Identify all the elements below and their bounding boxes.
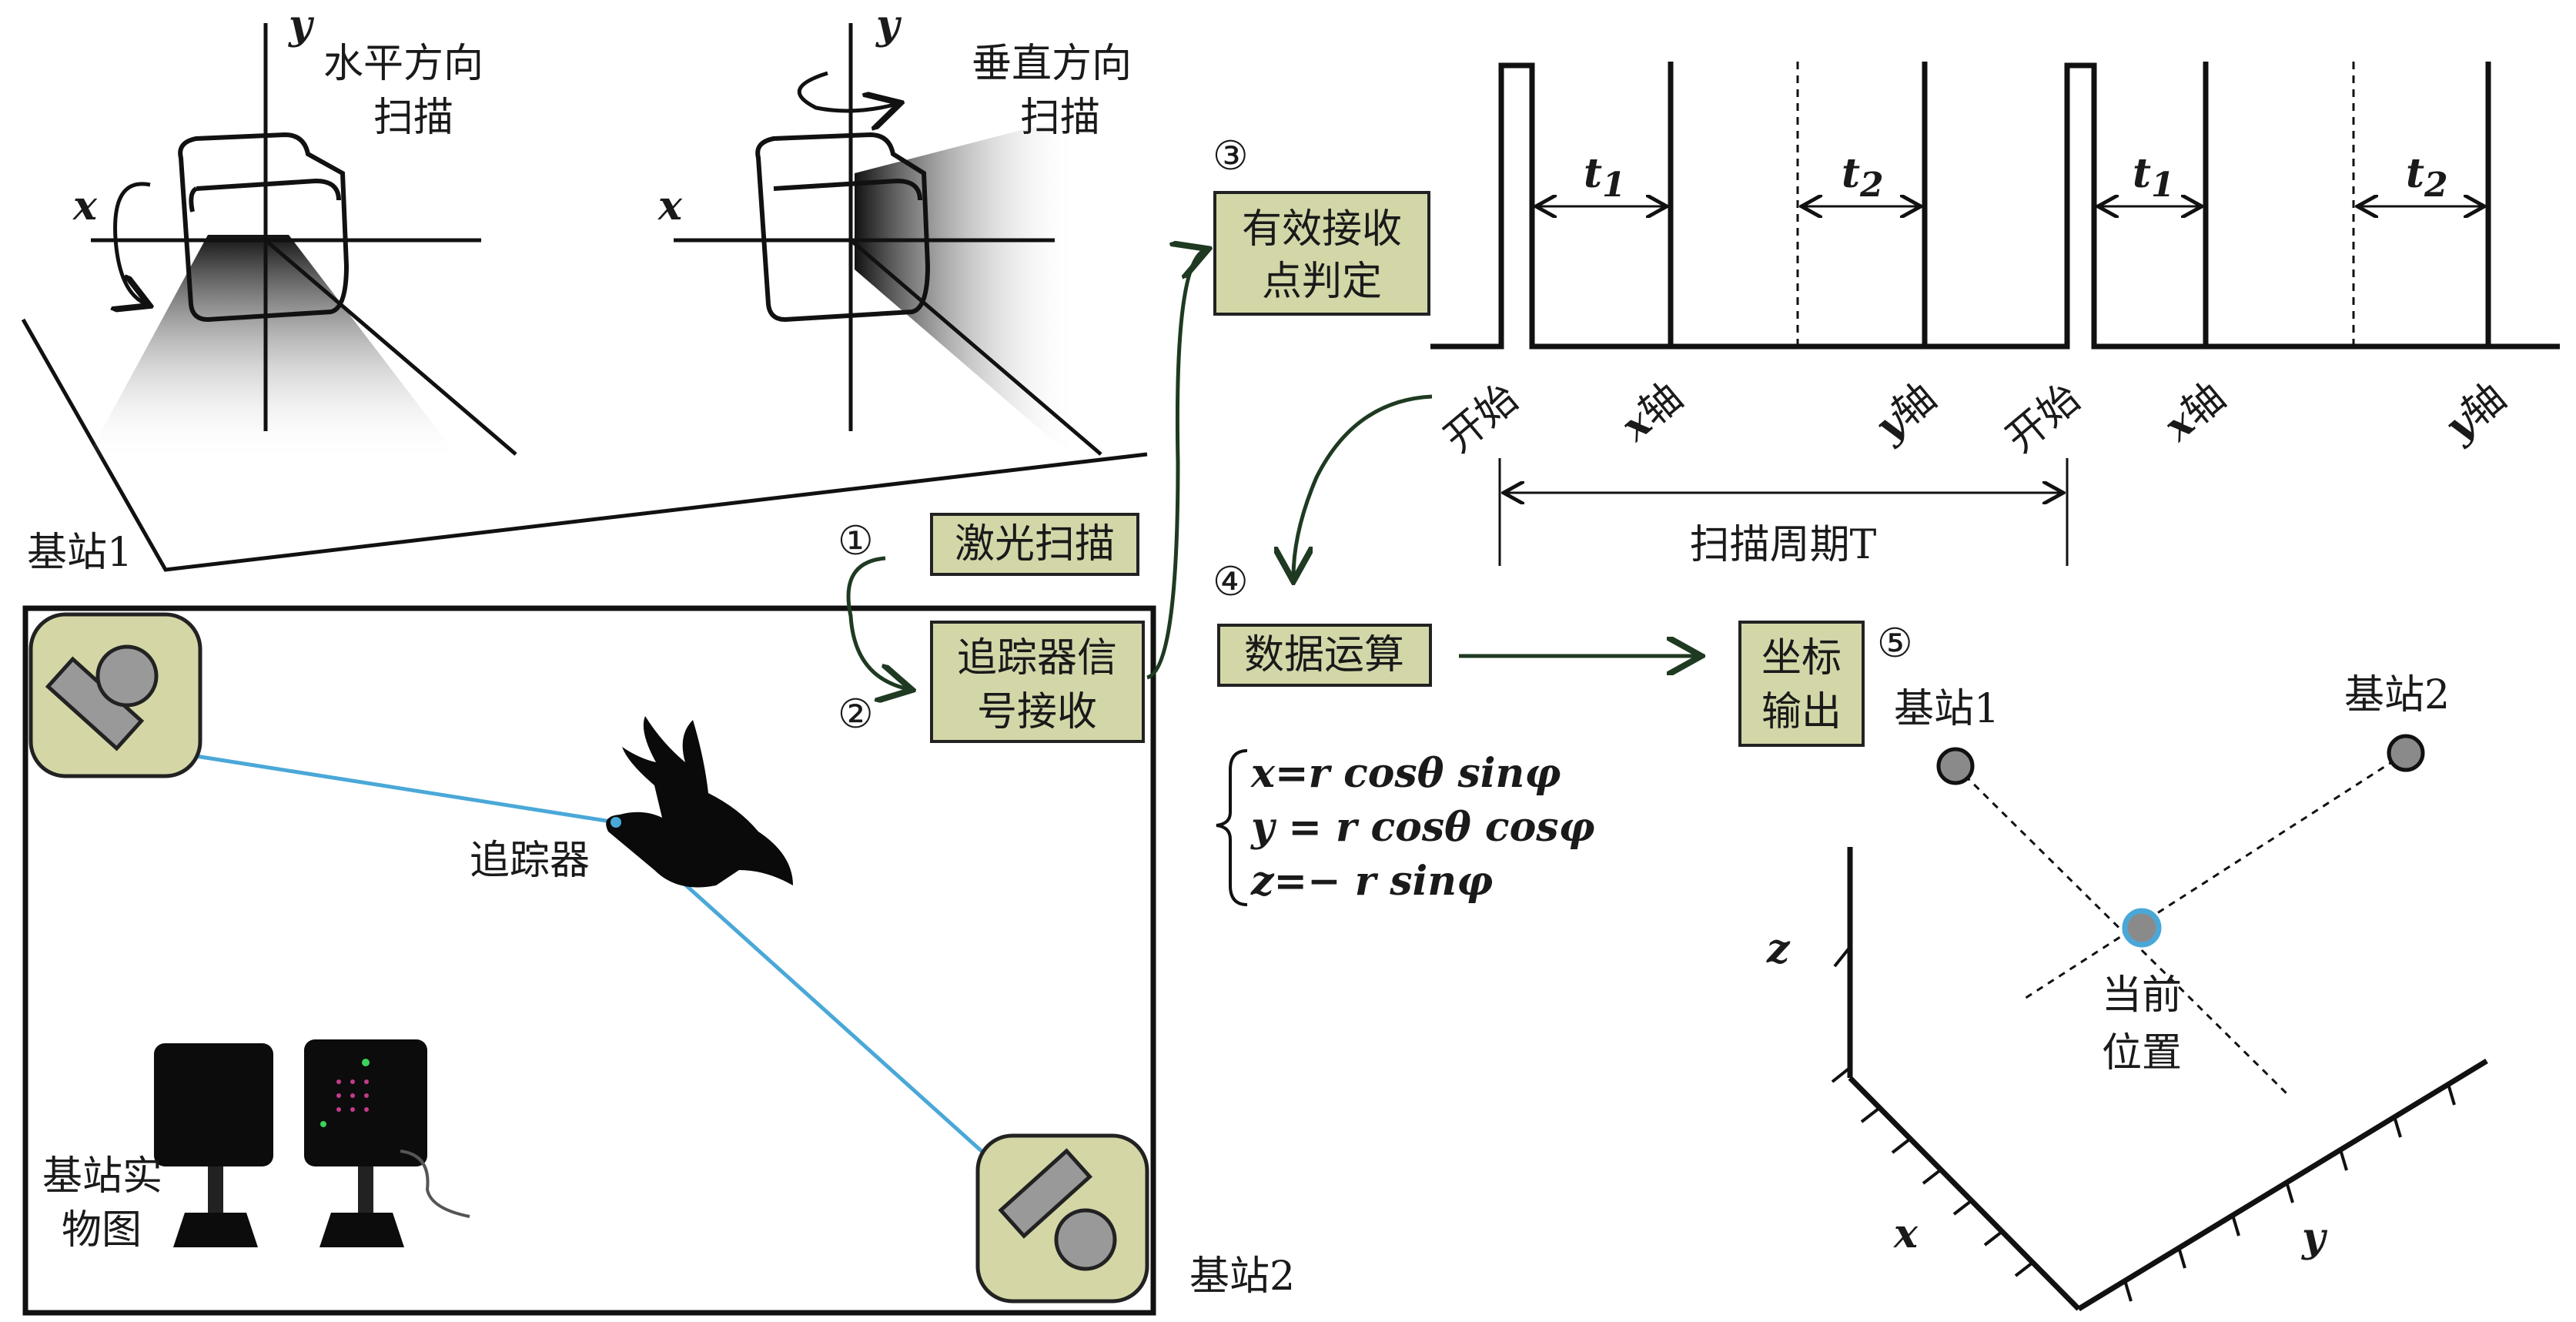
station-2-dot — [2387, 734, 2425, 772]
step-3-label-2: 点判定 — [1262, 259, 1382, 305]
label-t2-a: t2 — [1842, 150, 1884, 205]
base-station-2 — [975, 1133, 1149, 1304]
label-axis-x-1: x — [72, 182, 98, 229]
label-t2-b: t2 — [2406, 150, 2448, 205]
step-2-label-2: 号接收 — [977, 689, 1097, 735]
label-station-1-top: 基站1 — [27, 530, 132, 576]
step-2-num: ② — [838, 691, 874, 738]
arrow-step2-to-step3 — [1146, 250, 1205, 680]
label-y-axis-2: y轴 — [2435, 373, 2514, 450]
label-scan-period: 扫描周期T — [1690, 522, 1877, 568]
bird-silhouette-icon — [606, 716, 793, 888]
station-1-dot — [1936, 747, 1975, 785]
label-horizontal-scan-2: 扫描 — [373, 95, 453, 141]
label-axis-y-2: y — [875, 2, 902, 49]
base-station-1 — [28, 612, 202, 778]
step-2-label-1: 追踪器信 — [957, 635, 1117, 681]
current-position-marker — [2122, 908, 2162, 948]
step-1: ① 激光扫描 — [838, 513, 1139, 576]
triangulation — [1936, 734, 2425, 1095]
formula-line-1: x=r cosθ sinφ — [1250, 750, 1561, 797]
base-station-photo — [154, 1039, 470, 1247]
arrow-timing-to-step4 — [1293, 394, 1433, 577]
label-station-2-room: 基站2 — [1189, 1253, 1295, 1300]
label-coord-station-1: 基站1 — [1894, 686, 1999, 732]
step-5-label-1: 坐标 — [1761, 635, 1842, 681]
label-coord-y: y — [2301, 1214, 2328, 1261]
step-4: ④ 数据运算 — [1213, 559, 1432, 687]
tracking-room: 追踪器 基站实 物图 — [22, 605, 1156, 1316]
label-t1-b: t1 — [2133, 150, 2175, 205]
label-axis-x-2: x — [657, 182, 683, 229]
scan-period-span — [1498, 458, 2069, 566]
label-x-axis-1: x轴 — [1611, 373, 1691, 451]
label-start-2: 开始 — [1998, 375, 2089, 462]
label-x-axis-2: x轴 — [2154, 373, 2234, 451]
formula-line-3: z=− r sinφ — [1250, 858, 1493, 905]
step-5: 坐标 输出 ⑤ — [1738, 621, 1913, 747]
axis-ticks — [1833, 945, 2456, 1302]
vertical-scan-beam — [855, 115, 1078, 462]
formula-block: x=r cosθ sinφ y = r cosθ cosφ z=− r sinφ — [1216, 749, 1595, 906]
step-2: ② 追踪器信 号接收 — [838, 621, 1145, 743]
label-current-position-2: 位置 — [2102, 1030, 2182, 1076]
rotation-arrow-x — [115, 182, 150, 304]
tracker-marker — [611, 817, 621, 828]
coordinate-system — [1831, 847, 2488, 1311]
label-current-position-1: 当前 — [2102, 972, 2182, 1019]
label-coord-x: x — [1893, 1210, 1919, 1257]
label-t1-a: t1 — [1584, 150, 1626, 205]
base-station-cube-vertical — [755, 132, 931, 323]
step-5-label-2: 输出 — [1761, 689, 1842, 735]
label-station-photo-1: 基站实 — [42, 1153, 162, 1200]
laser-line-station1 — [161, 748, 617, 825]
step-3-label-1: 有效接收 — [1242, 206, 1402, 253]
label-horizontal-scan-1: 水平方向 — [323, 41, 483, 87]
label-tracker: 追踪器 — [470, 838, 590, 884]
arrow-step1-to-step2 — [846, 556, 908, 689]
label-vertical-scan-2: 扫描 — [1020, 95, 1100, 141]
label-vertical-scan-1: 垂直方向 — [972, 41, 1132, 87]
label-coord-z: z — [1766, 925, 1791, 972]
rotation-arrow-y — [797, 71, 897, 111]
label-axis-y-1: y — [288, 2, 315, 49]
scan-illustration: x y 水平方向 扫描 x y 垂直方向 扫描 基站1 — [21, 2, 1148, 576]
step-1-num: ① — [838, 518, 874, 564]
step-4-label: 数据运算 — [1244, 632, 1404, 678]
step-3-num: ③ — [1213, 133, 1249, 179]
timing-diagram — [1430, 62, 2560, 350]
label-station-photo-2: 物图 — [62, 1207, 142, 1253]
base-station-cube-horizontal — [178, 132, 350, 323]
step-4-num: ④ — [1213, 559, 1249, 605]
step-1-label: 激光扫描 — [955, 521, 1115, 567]
label-coord-station-2: 基站2 — [2344, 672, 2450, 718]
formula-line-2: y = r cosθ cosφ — [1250, 804, 1595, 851]
timing-axis-labels: 开始 x轴 y轴 开始 x轴 y轴 — [1436, 373, 2515, 462]
step-3: ③ 有效接收 点判定 — [1213, 133, 1430, 316]
horizontal-scan-beam — [85, 235, 462, 462]
step-5-num: ⑤ — [1877, 621, 1913, 667]
label-y-axis-1: y轴 — [1865, 373, 1945, 450]
label-start-1: 开始 — [1436, 375, 1527, 462]
floor-plane — [21, 318, 1148, 572]
